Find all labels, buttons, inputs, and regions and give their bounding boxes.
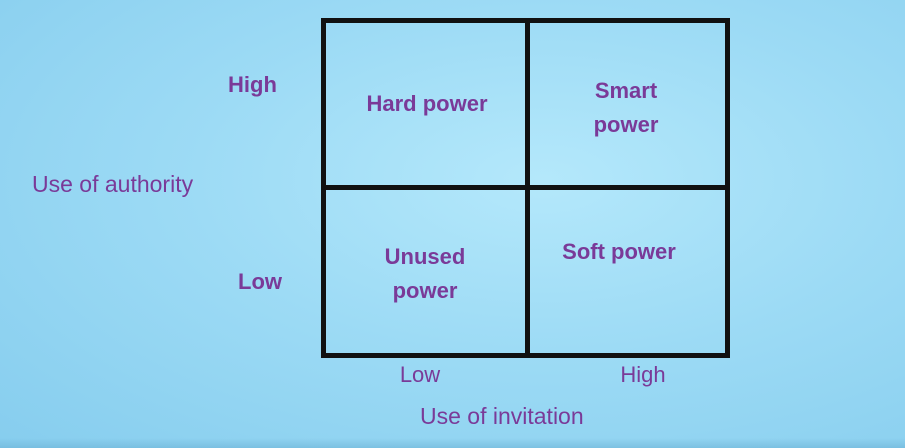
quadrant-soft-power: Soft power	[562, 239, 676, 264]
y-tick-high: High	[228, 72, 277, 97]
quadrant-hard-power: Hard power	[366, 91, 488, 116]
grid-horizontal-divider	[321, 185, 730, 190]
y-tick-low: Low	[238, 269, 282, 294]
quadrant-unused-power: Unused power	[384, 244, 466, 304]
bottom-shade	[0, 438, 905, 448]
y-axis-title: Use of authority	[32, 171, 194, 197]
quadrant-smart-power: Smart power	[593, 78, 659, 138]
x-tick-low: Low	[399, 362, 441, 387]
x-axis-title: Use of invitation	[420, 403, 584, 429]
x-tick-high: High	[620, 362, 666, 387]
